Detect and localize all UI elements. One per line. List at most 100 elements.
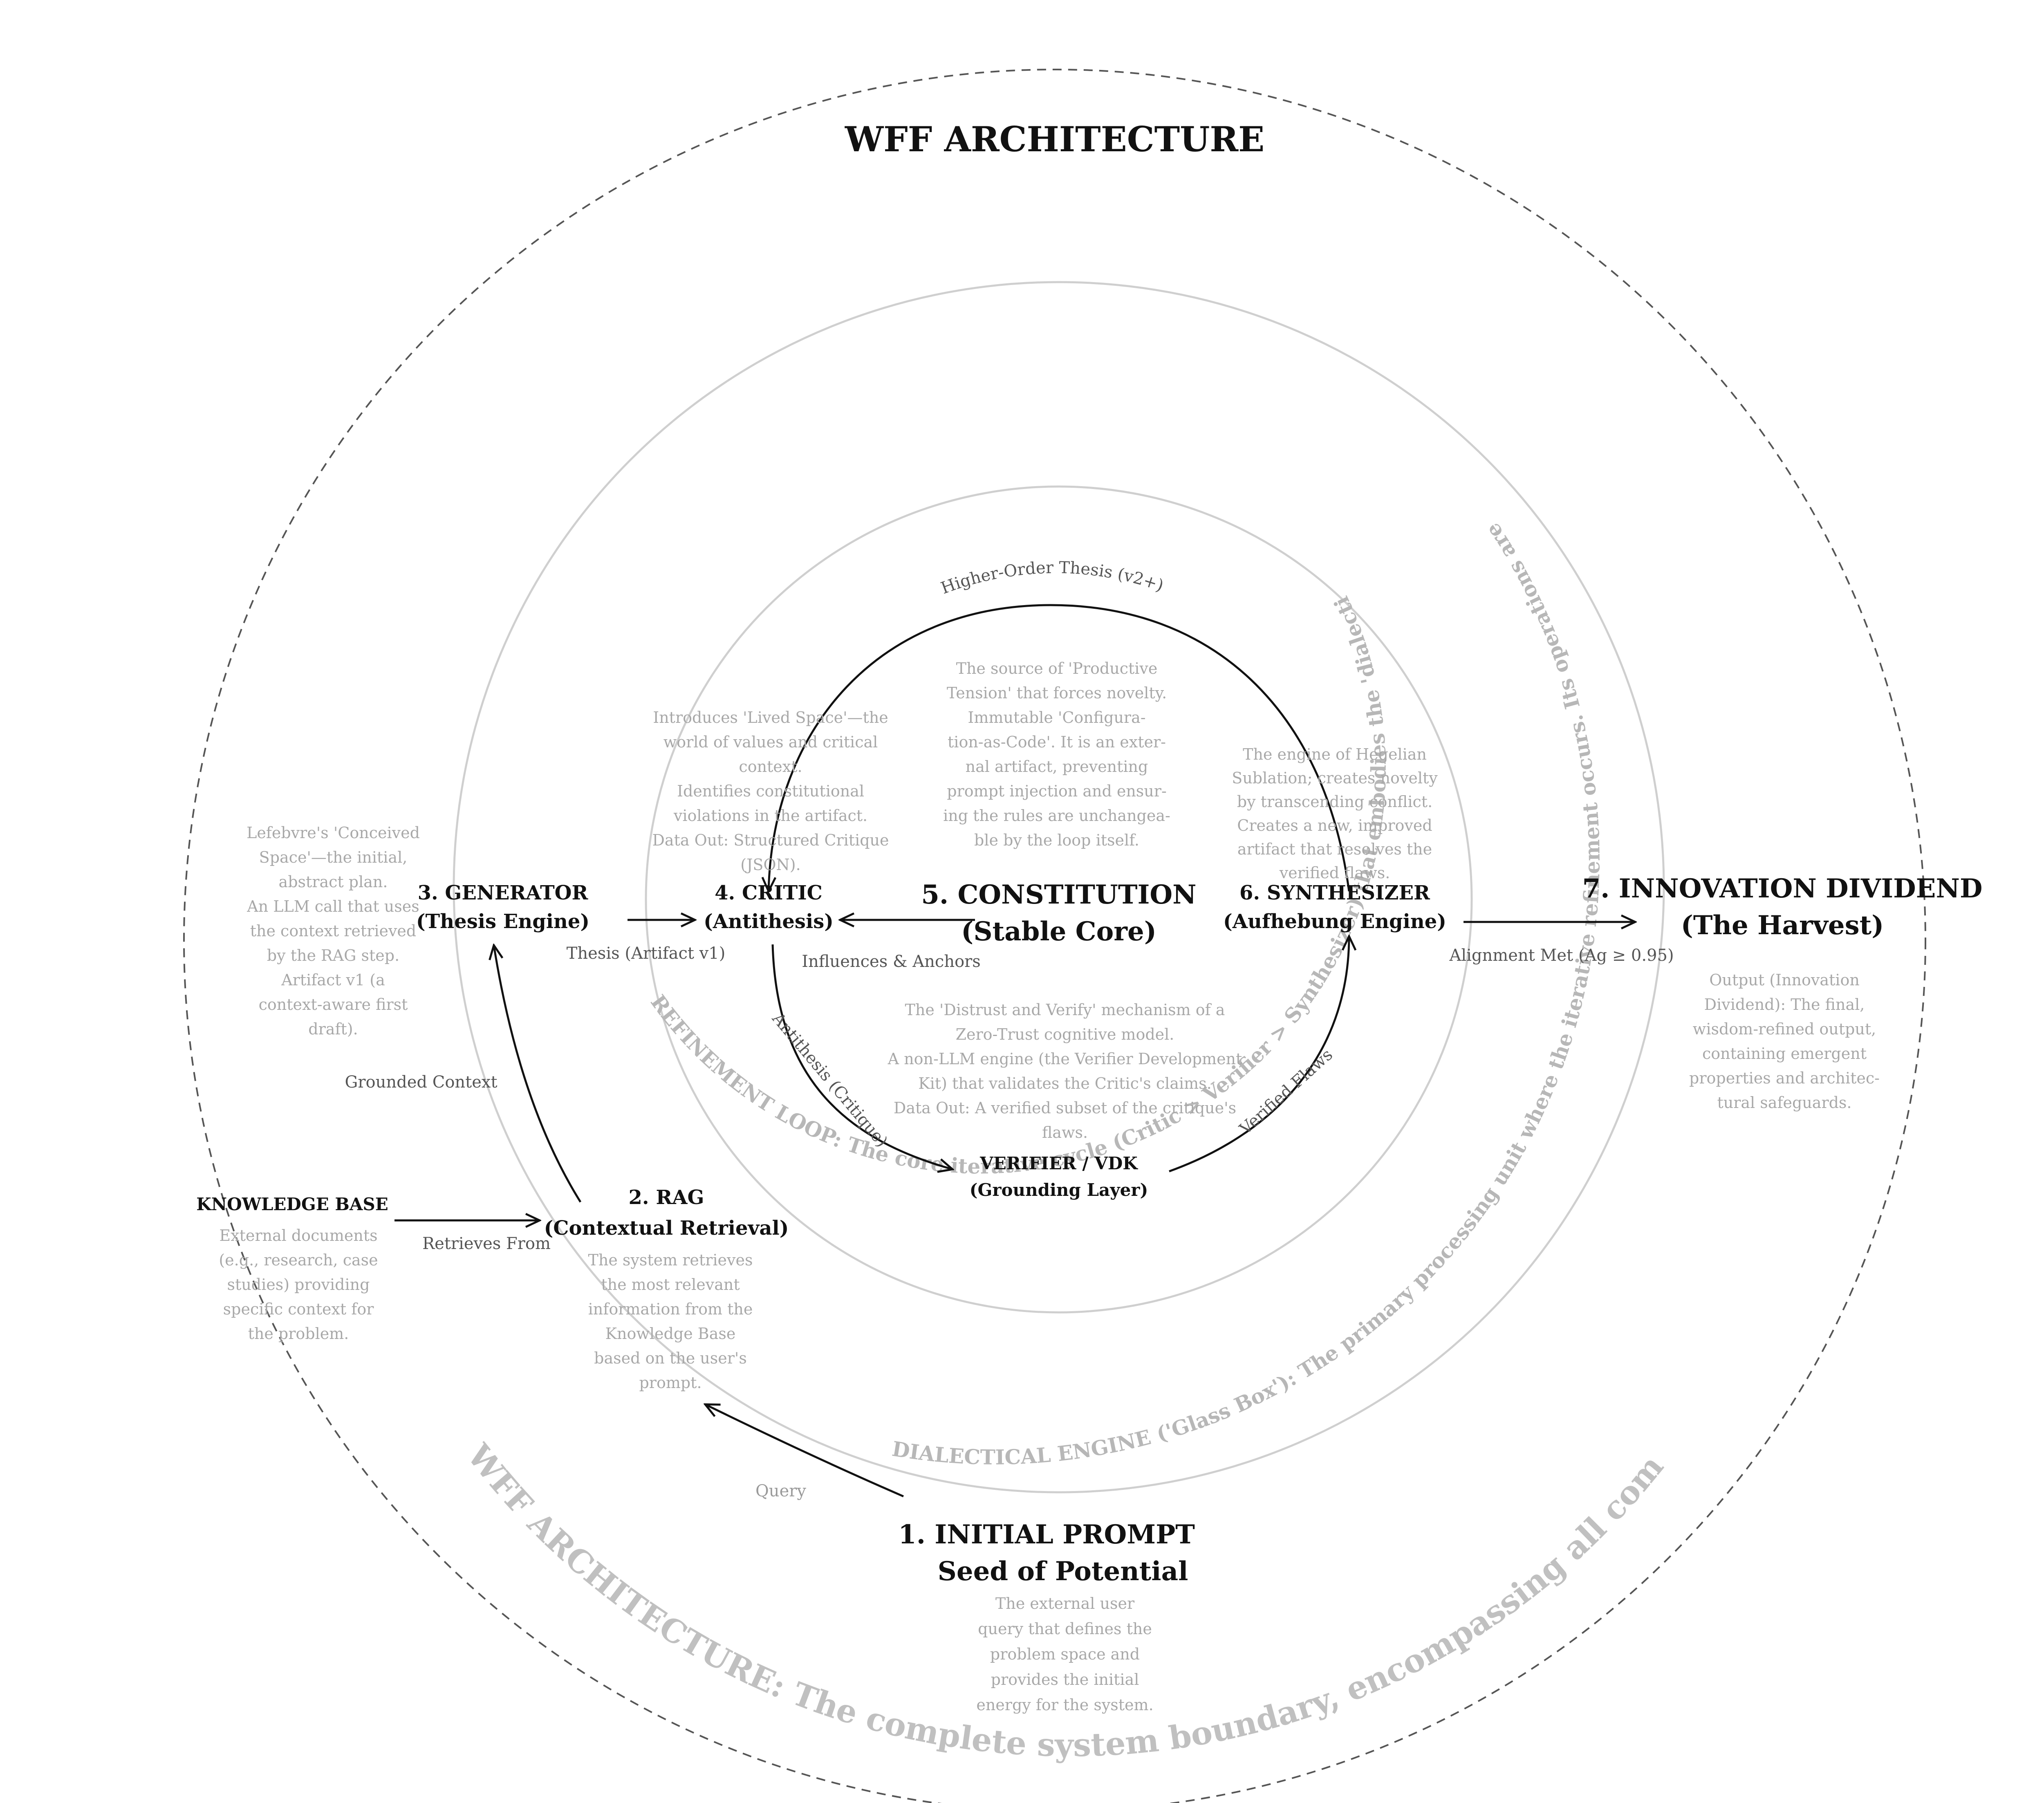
desc-line: Artifact v1 (a <box>281 971 385 989</box>
desc-line: violations in the artifact. <box>673 807 867 825</box>
desc-line: by transcending conflict. <box>1237 793 1432 811</box>
arrow-prompt-to-rag <box>705 1404 904 1498</box>
desc-line: provides the initial <box>991 1671 1139 1689</box>
node-critic: 4. CRITIC (Antithesis) Introduces 'Lived… <box>652 709 889 933</box>
node-synthesizer: 6. SYNTHESIZER (Aufhebung Engine) The en… <box>1223 745 1446 933</box>
desc-line: tion-as-Code'. It is an exter- <box>948 733 1166 751</box>
desc-line: information from the <box>588 1300 753 1318</box>
desc-line: Output (Innovation <box>1709 971 1860 989</box>
desc-line: the context retrieved <box>250 922 417 940</box>
generator-subtitle: (Thesis Engine) <box>416 910 589 933</box>
desc-line: based on the user's <box>594 1349 747 1367</box>
desc-line: Immutable 'Configura- <box>968 709 1145 727</box>
desc-line: prompt. <box>639 1374 702 1392</box>
desc-line: the problem. <box>248 1325 349 1343</box>
node-innovation-dividend: 7. INNOVATION DIVIDEND (The Harvest) Out… <box>1582 873 1983 1112</box>
initial-prompt-subtitle: Seed of Potential <box>938 1556 1188 1587</box>
desc-line: the most relevant <box>601 1276 740 1294</box>
arrow-rag-to-generator <box>494 945 582 1203</box>
desc-line: verified flaws. <box>1279 864 1390 882</box>
desc-line: The system retrieves <box>588 1251 753 1269</box>
desc-line: Space'—the initial, <box>259 848 408 866</box>
constitution-subtitle: (Stable Core) <box>961 916 1156 947</box>
desc-line: Dividend): The final, <box>1704 996 1865 1014</box>
desc-line: Sublation; creates novelty <box>1232 769 1438 787</box>
desc-line: specific context for <box>223 1300 374 1318</box>
verifier-title: VERIFIER / VDK <box>979 1153 1138 1173</box>
dialectical-engine-ring <box>453 281 1665 1494</box>
desc-line: The engine of Hegelian <box>1243 745 1427 763</box>
boundary-ring <box>183 69 1926 1803</box>
desc-line: context. <box>739 758 802 776</box>
rag-title: 2. RAG <box>629 1186 704 1209</box>
diagram-title: WFF ARCHITECTURE <box>845 119 1264 159</box>
arrow-synthesizer-to-critic <box>769 604 1350 891</box>
desc-line: Data Out: A verified subset of the criti… <box>894 1099 1236 1117</box>
desc-line: tural safeguards. <box>1717 1094 1851 1112</box>
critic-desc: Introduces 'Lived Space'—the world of val… <box>652 709 889 874</box>
desc-line: (JSON). <box>740 856 800 874</box>
desc-line: flaws. <box>1042 1124 1088 1141</box>
desc-line: draft). <box>308 1020 358 1038</box>
desc-line: ing the rules are unchangea- <box>943 807 1170 825</box>
node-constitution: 5. CONSTITUTION (Stable Core) The source… <box>921 659 1196 947</box>
verifier-subtitle: (Grounding Layer) <box>970 1180 1148 1200</box>
desc-line: Lefebvre's 'Conceived <box>247 824 420 842</box>
node-generator: 3. GENERATOR (Thesis Engine) Lefebvre's … <box>247 824 589 1038</box>
node-initial-prompt: 1. INITIAL PROMPT Seed of Potential The … <box>898 1519 1195 1714</box>
edge-label-grounded: Grounded Context <box>345 1073 497 1092</box>
node-verifier: VERIFIER / VDK (Grounding Layer) The 'Di… <box>888 1001 1242 1200</box>
edge-label-influences: Influences & Anchors <box>802 952 981 971</box>
desc-line: An LLM call that uses <box>247 897 419 915</box>
knowledge-base-title: KNOWLEDGE BASE <box>196 1194 388 1214</box>
desc-line: The 'Distrust and Verify' mechanism of a <box>905 1001 1225 1019</box>
desc-line: containing emergent <box>1702 1045 1867 1063</box>
desc-line: context-aware first <box>259 996 408 1014</box>
edge-label-query: Query <box>755 1482 806 1500</box>
arrow-verifier-to-synthesizer <box>1169 936 1349 1173</box>
synthesizer-title: 6. SYNTHESIZER <box>1239 881 1430 904</box>
desc-line: A non-LLM engine (the Verifier Developme… <box>888 1050 1242 1068</box>
synthesizer-subtitle: (Aufhebung Engine) <box>1223 910 1446 933</box>
dividend-subtitle: (The Harvest) <box>1681 910 1884 941</box>
dividend-title: 7. INNOVATION DIVIDEND <box>1582 873 1983 904</box>
edge-label-thesis: Thesis (Artifact v1) <box>567 944 726 963</box>
desc-line: Knowledge Base <box>605 1325 736 1343</box>
desc-line: query that defines the <box>978 1620 1152 1638</box>
desc-line: studies) providing <box>227 1276 370 1294</box>
desc-line: nal artifact, preventing <box>966 758 1148 776</box>
critic-title: 4. CRITIC <box>715 881 823 904</box>
desc-line: ble by the loop itself. <box>974 831 1139 849</box>
desc-line: properties and architec- <box>1689 1069 1880 1087</box>
rag-subtitle: (Contextual Retrieval) <box>544 1217 789 1240</box>
refinement-loop-ring <box>645 485 1473 1314</box>
desc-line: Kit) that validates the Critic's claims. <box>918 1074 1212 1092</box>
desc-line: prompt injection and ensur- <box>947 782 1167 800</box>
arrow-critic-to-verifier <box>771 944 953 1169</box>
desc-line: problem space and <box>990 1645 1140 1663</box>
edge-label-higher: Higher-Order Thesis (v2+) <box>938 558 1166 598</box>
critic-subtitle: (Antithesis) <box>704 910 834 933</box>
desc-line: The external user <box>995 1594 1135 1612</box>
desc-line: Introduces 'Lived Space'—the <box>653 709 888 727</box>
desc-line: Identifies constitutional <box>677 782 864 800</box>
node-rag: 2. RAG (Contextual Retrieval) The system… <box>544 1186 789 1392</box>
desc-line: Creates a new, improved <box>1237 816 1432 834</box>
desc-line: by the RAG step. <box>267 946 399 964</box>
verifier-desc: The 'Distrust and Verify' mechanism of a… <box>888 1001 1242 1141</box>
desc-line: wisdom-refined output, <box>1693 1020 1876 1038</box>
generator-title: 3. GENERATOR <box>418 881 589 904</box>
rag-desc: The system retrieves the most relevant inf… <box>588 1251 753 1392</box>
desc-line: External documents <box>219 1227 377 1245</box>
edge-label-alignment: Alignment Met (Ag ≥ 0.95) <box>1449 946 1674 965</box>
desc-line: world of values and critical <box>663 733 878 751</box>
desc-line: Data Out: Structured Critique <box>652 831 889 849</box>
constitution-title: 5. CONSTITUTION <box>921 879 1196 910</box>
node-knowledge-base: KNOWLEDGE BASE External documents(e.g., … <box>196 1194 388 1343</box>
